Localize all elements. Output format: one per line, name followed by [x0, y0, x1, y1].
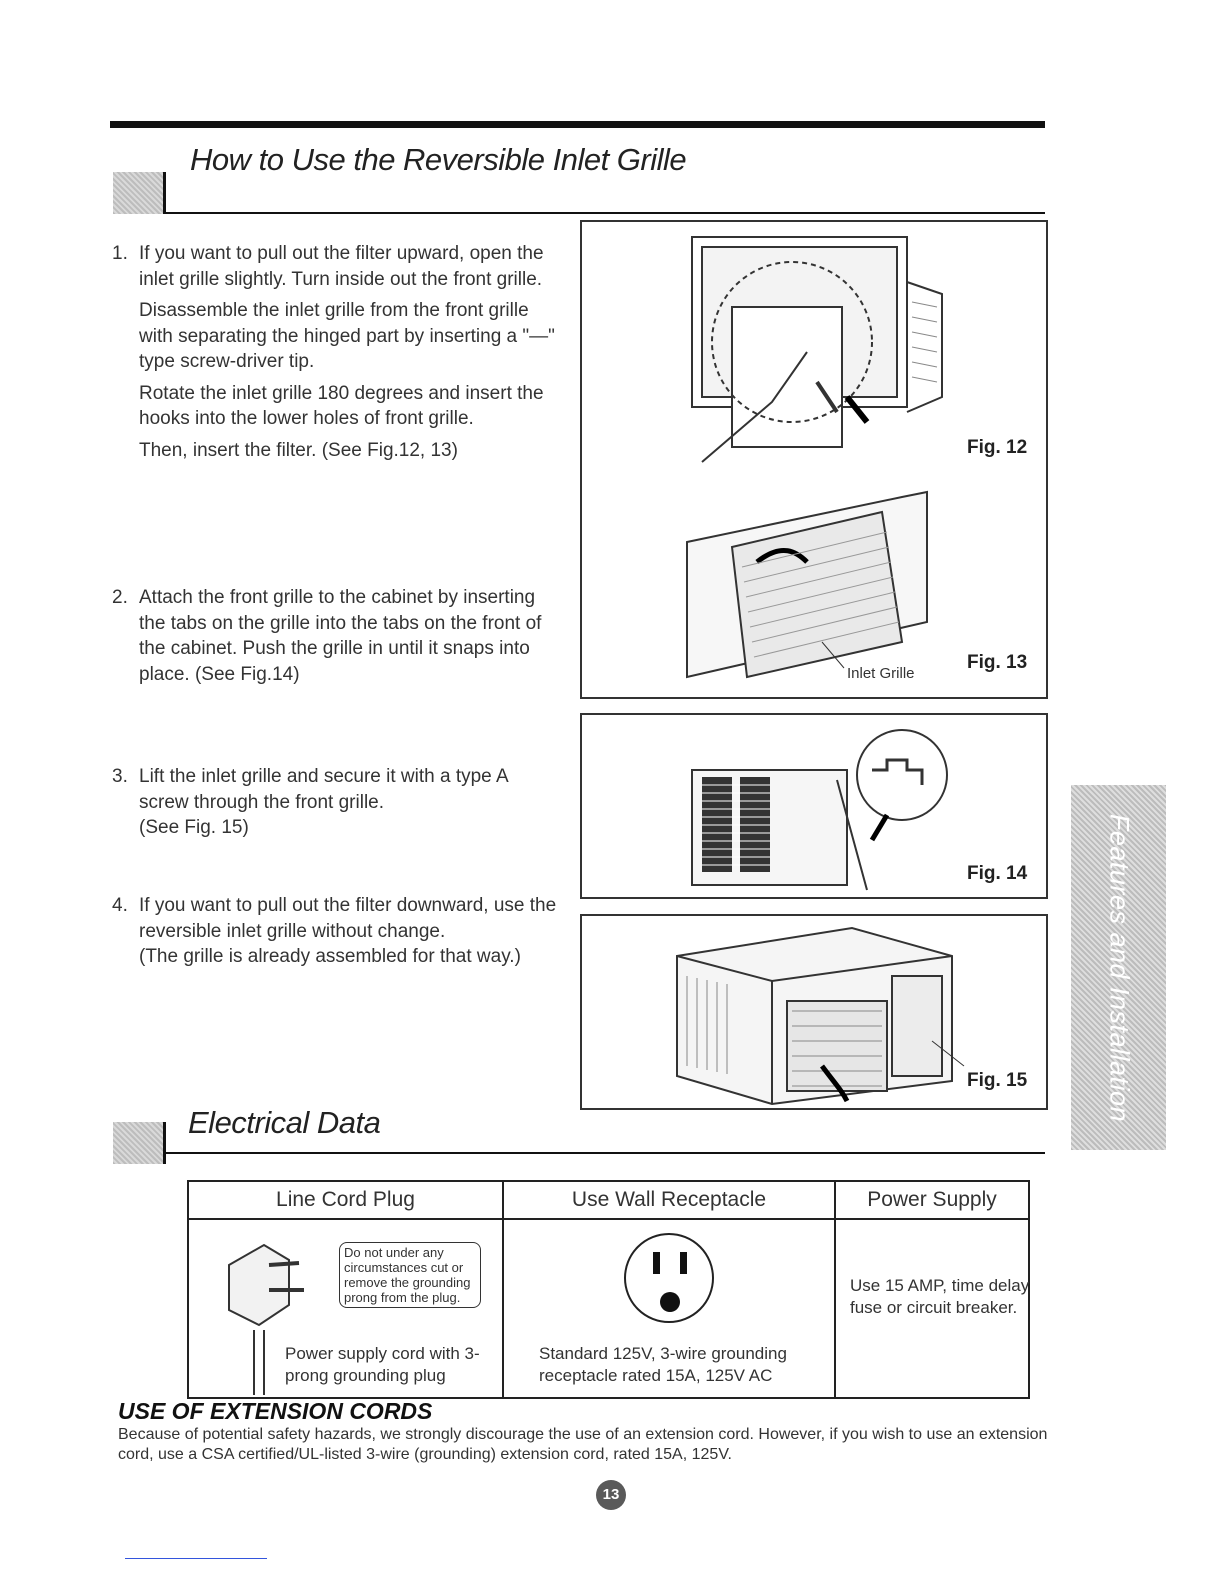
receptacle-caption: Standard 125V, 3-wire grounding receptac…	[539, 1344, 787, 1385]
top-rule	[110, 121, 1045, 128]
grille-illustration-fig14	[691, 729, 948, 891]
step-text: If you want to pull out the filter upwar…	[139, 243, 544, 290]
plug-caption: Power supply cord with 3-prong grounding…	[285, 1344, 480, 1385]
header-line-cord-plug: Line Cord Plug	[187, 1180, 504, 1220]
cell-wall-receptacle: Standard 125V, 3-wire grounding receptac…	[502, 1218, 836, 1399]
figure-label-15: Fig. 15	[967, 1070, 1028, 1091]
cell-power-supply: Use 15 AMP, time delay fuse or circuit b…	[834, 1218, 1030, 1399]
table-header-row: Line Cord Plug Use Wall Receptacle Power…	[187, 1180, 1030, 1220]
step-1: 1. If you want to pull out the filter up…	[112, 241, 562, 469]
section-marker	[113, 172, 166, 214]
figure-12-13-box: Fig. 12 Fig. 13 Inlet Grille	[580, 220, 1048, 699]
figure-14-box: Fig. 14	[580, 713, 1048, 899]
section-rule	[163, 1152, 1045, 1154]
header-power-supply: Power Supply	[834, 1180, 1030, 1220]
section-marker	[113, 1122, 166, 1164]
page-number-badge: 13	[596, 1480, 626, 1510]
step-text: Then, insert the filter. (See Fig.12, 13…	[139, 439, 458, 461]
grille-illustration-fig12-13	[686, 236, 943, 679]
step-text: If you want to pull out the filter downw…	[139, 895, 557, 942]
step-text: Lift the inlet grille and secure it with…	[139, 766, 508, 813]
figure-label-14: Fig. 14	[967, 863, 1028, 884]
extension-cords-body: Because of potential safety hazards, we …	[118, 1426, 1048, 1463]
section-rule	[163, 212, 1045, 214]
receptacle-icon	[624, 1233, 714, 1323]
figure-label-13: Fig. 13	[967, 652, 1028, 673]
air-conditioner-illustration-fig15	[676, 926, 965, 1106]
electrical-data-table: Line Cord Plug Use Wall Receptacle Power…	[187, 1180, 1030, 1399]
figure-label-12: Fig. 12	[967, 437, 1028, 458]
step-text: Disassemble the inlet grille from the fr…	[139, 300, 555, 372]
table-row: Do not under any circumstances cut or re…	[187, 1218, 1030, 1399]
step-text: Attach the front grille to the cabinet b…	[139, 587, 542, 685]
step-text: (See Fig. 15)	[139, 817, 249, 838]
step-text: (The grille is already assembled for tha…	[139, 946, 521, 967]
figure-15-box: Fig. 15	[580, 914, 1048, 1110]
inlet-grille-callout: Inlet Grille	[847, 665, 915, 682]
step-2: 2. Attach the front grille to the cabine…	[112, 585, 562, 693]
header-wall-receptacle: Use Wall Receptacle	[502, 1180, 836, 1220]
extension-cords-title: USE OF EXTENSION CORDS	[118, 1398, 433, 1424]
step-3: 3. Lift the inlet grille and secure it w…	[112, 764, 562, 847]
power-supply-text: Use 15 AMP, time delay fuse or circuit b…	[850, 1276, 1030, 1317]
plug-warning-callout: Do not under any circumstances cut or re…	[339, 1242, 481, 1308]
cell-line-cord-plug: Do not under any circumstances cut or re…	[187, 1218, 504, 1399]
step-text: Rotate the inlet grille 180 degrees and …	[139, 382, 544, 430]
section-title-inlet-grille: How to Use the Reversible Inlet Grille	[190, 142, 687, 177]
bottom-line	[125, 1558, 267, 1559]
side-tab-features-installation: Features and Installation	[1071, 785, 1166, 1150]
plug-icon	[228, 1243, 304, 1395]
section-title-electrical-data: Electrical Data	[188, 1105, 381, 1140]
step-4: 4. If you want to pull out the filter do…	[112, 893, 562, 976]
